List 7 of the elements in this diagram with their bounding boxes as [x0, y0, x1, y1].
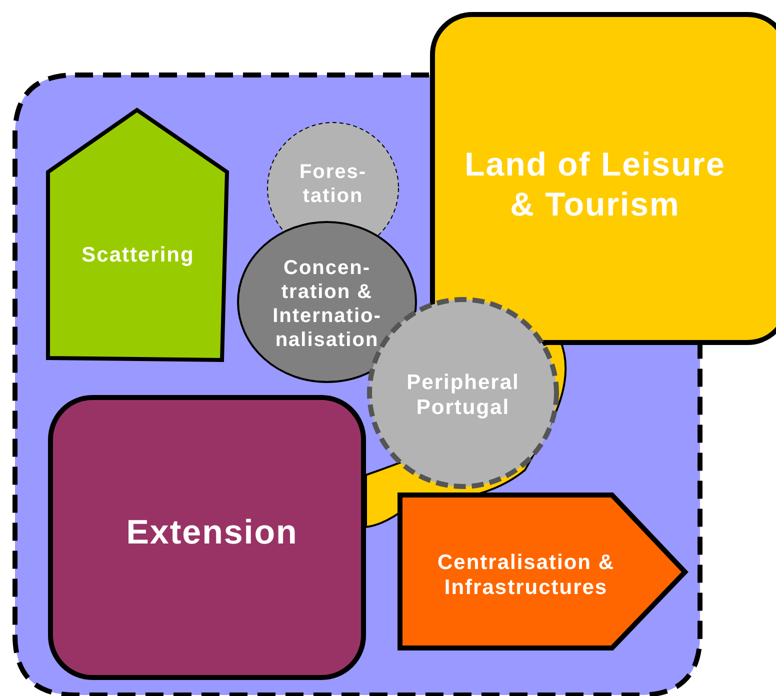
node-label: Scattering [80, 242, 196, 268]
node-label: Peripheral Portugal [406, 370, 520, 420]
node-label: Land of Leisure & Tourism [464, 144, 726, 224]
node-label: Extension [125, 512, 299, 554]
node-label: Concen- tration & Internatio- nalisation [272, 256, 382, 352]
node-label: Centralisation & Infrastructures [436, 550, 616, 600]
node-label: Fores- tation [298, 160, 368, 208]
